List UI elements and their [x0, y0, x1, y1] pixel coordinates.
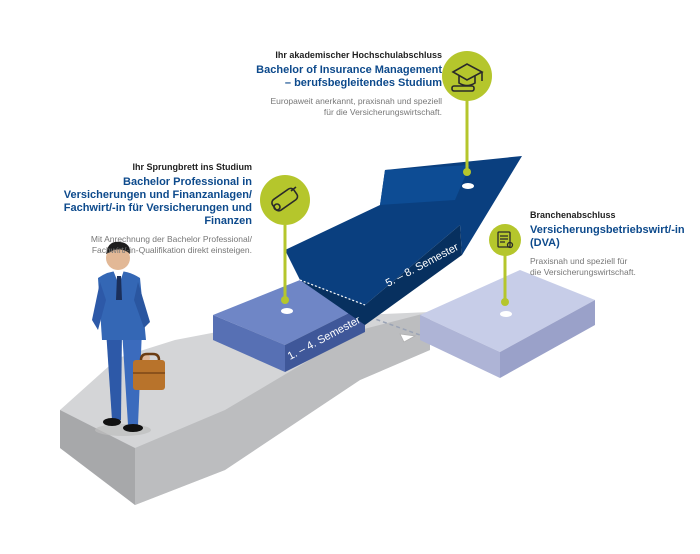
pin-bachelor-professional [260, 175, 310, 314]
kicker-branchenabschluss: Branchenabschluss [530, 210, 616, 220]
desc-line: Mit Anrechnung der Bachelor Professional… [90, 234, 252, 244]
certificate-document-icon [497, 231, 514, 249]
diploma-scroll-icon [271, 186, 299, 212]
briefcase-icon [133, 352, 165, 390]
info-branchenabschluss: Branchenabschluss Versicherungsbetriebsw… [530, 210, 690, 278]
title-line: Fachwirt/-in für Versicherungen und Fina… [63, 202, 252, 227]
progress-arrow [285, 156, 522, 325]
title-line: Bachelor Professional in [123, 176, 252, 188]
desc-line: Fachwirt/-in-Qualifikation direkt einste… [91, 245, 252, 255]
title-line: – berufsbegleitendes Studium [284, 77, 442, 89]
title-line: (DVA) [530, 237, 560, 249]
desc-line: Europaweit anerkannt, praxisnah und spez… [270, 96, 442, 106]
dashed-connector [349, 309, 421, 336]
desc-line: für die Versicherungswirtschaft. [323, 107, 442, 117]
kicker-bachelor-professional: Ihr Sprungbrett ins Studium [132, 162, 253, 172]
platform-branchenabschluss [420, 270, 595, 378]
title-line: Versicherungsbetriebswirt/-in [530, 224, 685, 236]
desc-line: Praxisnah und speziell für [530, 256, 628, 266]
title-line: Bachelor of Insurance Management [256, 64, 442, 76]
desc-bachelor-professional: Mit Anrechnung der Bachelor Professional… [30, 234, 252, 256]
title-bachelor-insurance: Bachelor of Insurance Management – beruf… [250, 64, 442, 90]
desc-branchenabschluss: Praxisnah und speziell für die Versicher… [530, 256, 690, 278]
title-bachelor-professional: Bachelor Professional in Versicherungen … [30, 176, 252, 228]
kicker-bachelor-insurance: Ihr akademischer Hochschulabschluss [275, 50, 442, 60]
pin-branchenabschluss [489, 224, 521, 317]
pin-bachelor-insurance [442, 51, 492, 189]
desc-bachelor-insurance: Europaweit anerkannt, praxisnah und spez… [250, 96, 442, 118]
connector-arrowhead [399, 333, 417, 343]
title-line: Versicherungen und Finanzanlagen/ [63, 189, 252, 201]
info-bachelor-insurance: Ihr akademischer Hochschulabschluss Bach… [250, 50, 442, 118]
graduation-cap-icon [451, 63, 484, 92]
businessman-figure [92, 241, 151, 436]
info-bachelor-professional: Ihr Sprungbrett ins Studium Bachelor Pro… [30, 162, 252, 256]
desc-line: die Versicherungswirtschaft. [530, 267, 636, 277]
title-branchenabschluss: Versicherungsbetriebswirt/-in (DVA) [530, 224, 690, 250]
